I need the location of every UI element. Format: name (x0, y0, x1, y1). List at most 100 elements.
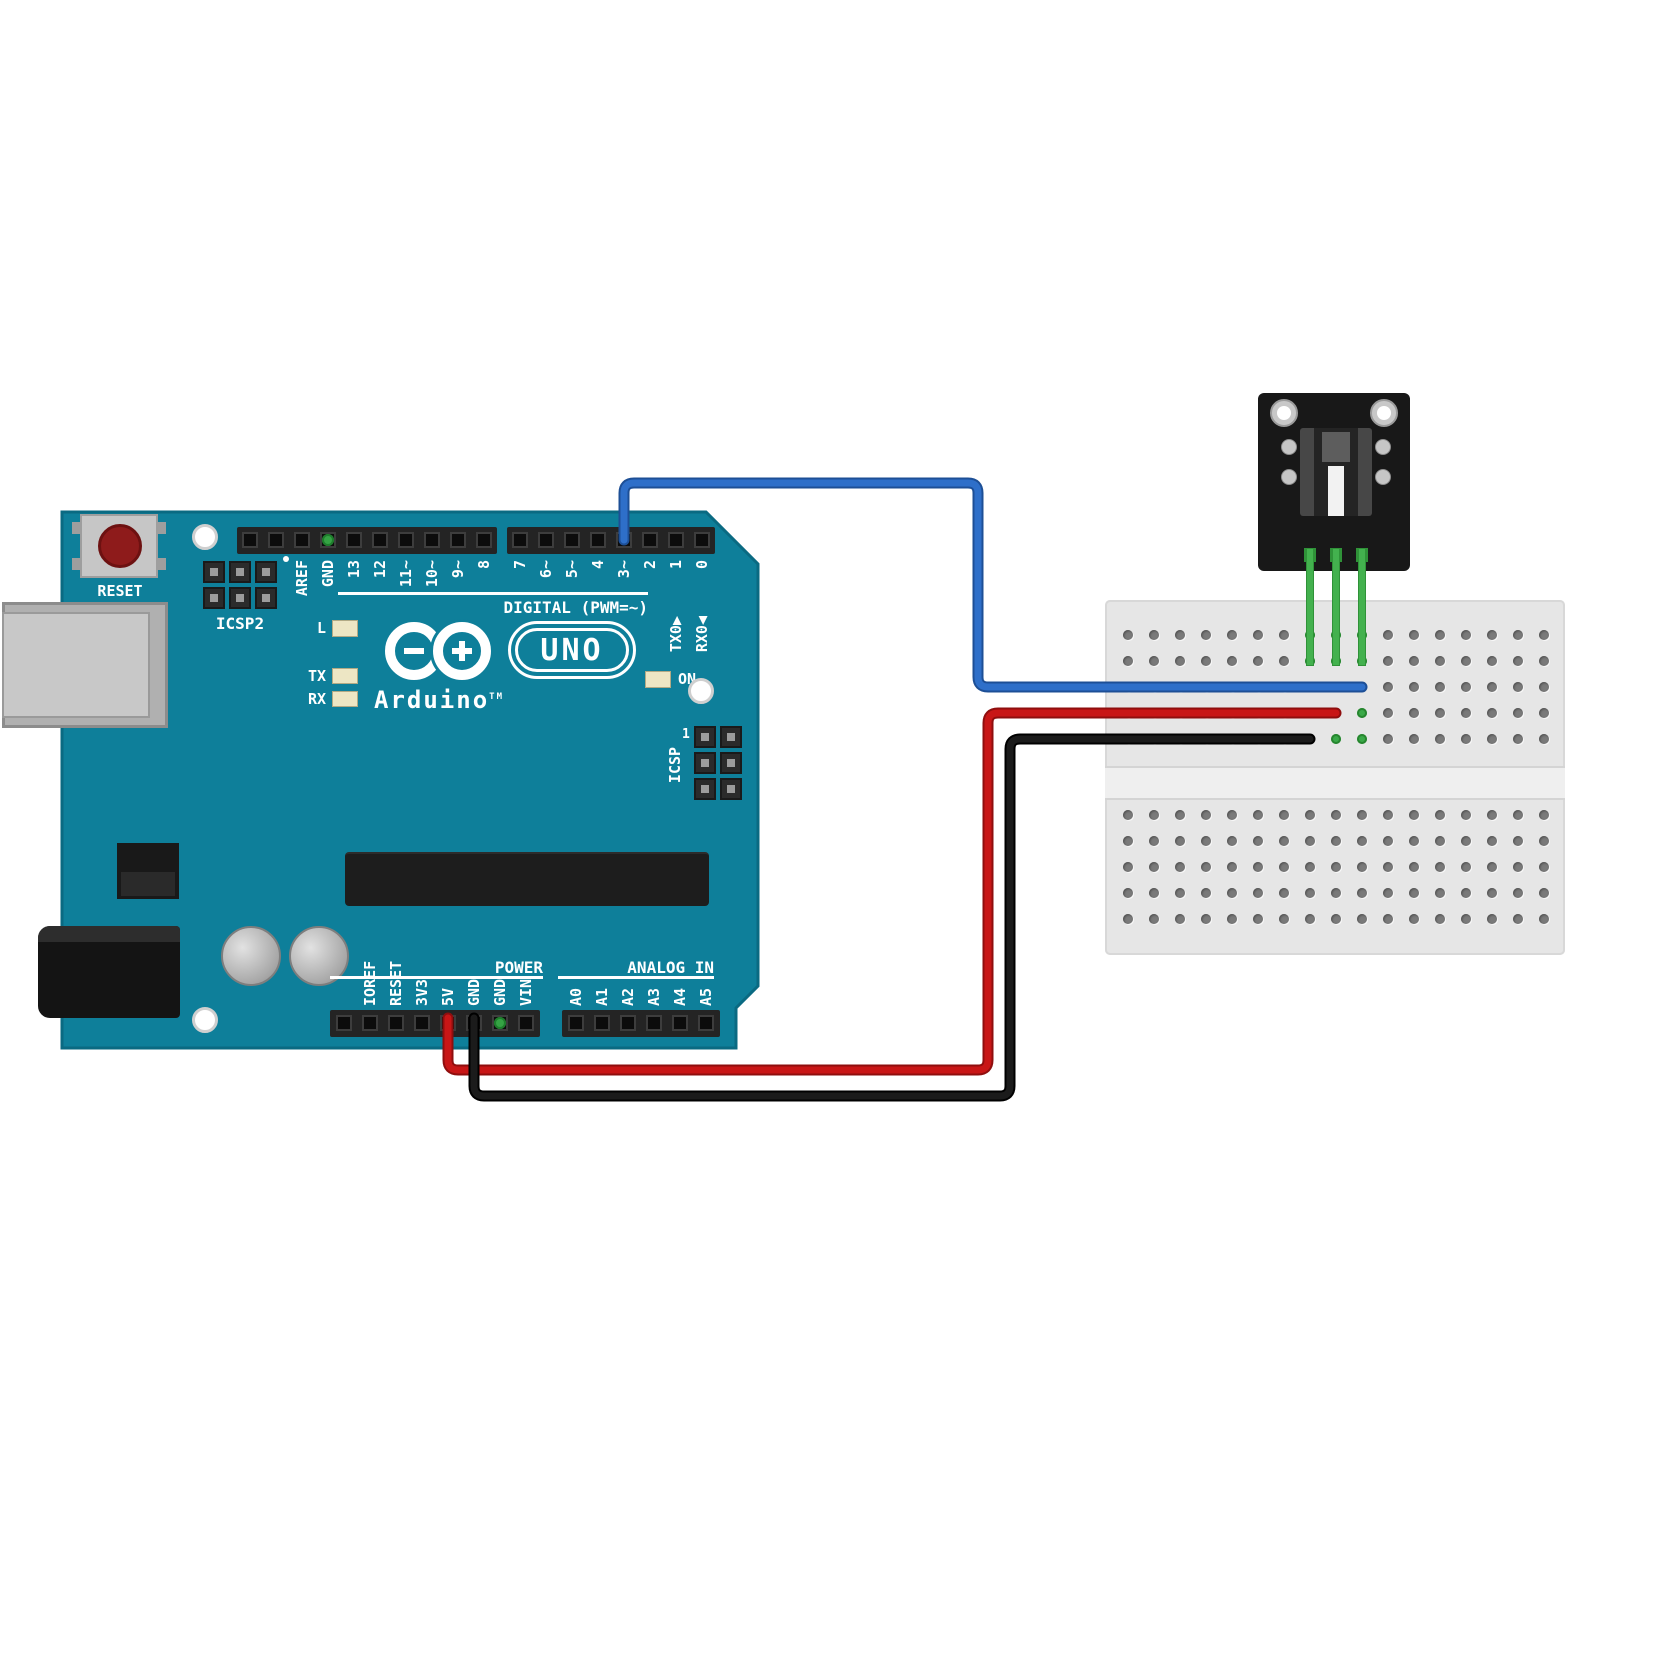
breadboard-hole[interactable] (1409, 914, 1419, 924)
analog-pin-A3[interactable] (646, 1015, 662, 1031)
analog-pin-A0[interactable] (568, 1015, 584, 1031)
breadboard-hole[interactable] (1539, 656, 1549, 666)
breadboard-hole[interactable] (1149, 862, 1159, 872)
breadboard-hole[interactable] (1123, 914, 1133, 924)
digital-pin-5[interactable] (564, 532, 580, 548)
digital-pin-0[interactable] (694, 532, 710, 548)
breadboard-hole[interactable] (1201, 656, 1211, 666)
breadboard-hole[interactable] (1435, 862, 1445, 872)
breadboard-hole[interactable] (1409, 836, 1419, 846)
breadboard-hole[interactable] (1123, 656, 1133, 666)
breadboard-hole[interactable] (1279, 630, 1289, 640)
breadboard-hole[interactable] (1123, 836, 1133, 846)
breadboard-hole[interactable] (1513, 810, 1523, 820)
breadboard-hole[interactable] (1279, 656, 1289, 666)
breadboard-hole[interactable] (1435, 708, 1445, 718)
icsp-pin-2[interactable] (720, 726, 742, 748)
analog-pin-A5[interactable] (698, 1015, 714, 1031)
digital-pin-2[interactable] (642, 532, 658, 548)
breadboard-hole[interactable] (1409, 708, 1419, 718)
breadboard-hole[interactable] (1357, 914, 1367, 924)
analog-pin-A1[interactable] (594, 1015, 610, 1031)
breadboard-hole[interactable] (1149, 836, 1159, 846)
breadboard-hole[interactable] (1227, 862, 1237, 872)
breadboard-hole[interactable] (1461, 682, 1471, 692)
breadboard-hole[interactable] (1539, 810, 1549, 820)
digital-pin-left-4[interactable] (346, 532, 362, 548)
breadboard-hole[interactable] (1331, 888, 1341, 898)
breadboard-hole[interactable] (1409, 656, 1419, 666)
breadboard-hole[interactable] (1305, 914, 1315, 924)
breadboard-hole[interactable] (1487, 888, 1497, 898)
breadboard-hole[interactable] (1175, 656, 1185, 666)
breadboard-hole[interactable] (1201, 836, 1211, 846)
digital-pin-left-6[interactable] (398, 532, 414, 548)
breadboard-hole[interactable] (1461, 810, 1471, 820)
breadboard-hole[interactable] (1435, 630, 1445, 640)
breadboard-hole[interactable] (1253, 836, 1263, 846)
breadboard-hole[interactable] (1409, 734, 1419, 744)
breadboard-hole[interactable] (1539, 734, 1549, 744)
breadboard-hole[interactable] (1487, 708, 1497, 718)
breadboard-hole[interactable] (1357, 862, 1367, 872)
breadboard-hole[interactable] (1383, 708, 1393, 718)
breadboard-hole[interactable] (1201, 862, 1211, 872)
breadboard-hole[interactable] (1461, 836, 1471, 846)
breadboard-hole[interactable] (1123, 862, 1133, 872)
breadboard-hole-connected[interactable] (1331, 734, 1341, 744)
wire-ground-black-outline[interactable] (468, 733, 1316, 1102)
breadboard-hole[interactable] (1461, 656, 1471, 666)
breadboard-hole[interactable] (1409, 682, 1419, 692)
breadboard-hole[interactable] (1279, 810, 1289, 820)
wire-signal-blue[interactable] (620, 479, 1366, 691)
breadboard-hole[interactable] (1279, 836, 1289, 846)
icsp-pin-1[interactable] (694, 726, 716, 748)
breadboard-hole[interactable] (1461, 914, 1471, 924)
breadboard-hole[interactable] (1123, 888, 1133, 898)
breadboard-hole[interactable] (1123, 810, 1133, 820)
breadboard-hole[interactable] (1331, 914, 1341, 924)
breadboard-hole[interactable] (1227, 888, 1237, 898)
power-pin-3V3[interactable] (414, 1015, 430, 1031)
breadboard-hole[interactable] (1253, 656, 1263, 666)
breadboard-hole[interactable] (1539, 682, 1549, 692)
breadboard-hole[interactable] (1513, 708, 1523, 718)
icsp2-pin-6[interactable] (255, 587, 277, 609)
breadboard-hole[interactable] (1513, 656, 1523, 666)
breadboard-hole[interactable] (1513, 862, 1523, 872)
analog-pin-A2[interactable] (620, 1015, 636, 1031)
breadboard-hole[interactable] (1383, 888, 1393, 898)
breadboard-hole[interactable] (1253, 862, 1263, 872)
breadboard-hole[interactable] (1253, 630, 1263, 640)
power-pin-IOREF[interactable] (362, 1015, 378, 1031)
breadboard-hole[interactable] (1539, 914, 1549, 924)
icsp-pin-6[interactable] (720, 778, 742, 800)
breadboard-hole[interactable] (1305, 888, 1315, 898)
breadboard-hole[interactable] (1279, 888, 1289, 898)
digital-pin-4[interactable] (590, 532, 606, 548)
digital-pin-left-1[interactable] (268, 532, 284, 548)
breadboard-hole[interactable] (1305, 810, 1315, 820)
breadboard-hole[interactable] (1409, 630, 1419, 640)
breadboard-hole[interactable] (1149, 810, 1159, 820)
icsp2-pin-4[interactable] (203, 587, 225, 609)
breadboard-hole[interactable] (1409, 888, 1419, 898)
breadboard-hole[interactable] (1201, 888, 1211, 898)
breadboard-hole[interactable] (1175, 836, 1185, 846)
breadboard-hole[interactable] (1227, 914, 1237, 924)
breadboard-hole[interactable] (1539, 888, 1549, 898)
breadboard-hole[interactable] (1461, 862, 1471, 872)
breadboard-hole[interactable] (1357, 836, 1367, 846)
breadboard-hole[interactable] (1461, 734, 1471, 744)
breadboard-hole[interactable] (1175, 888, 1185, 898)
digital-pin-1[interactable] (668, 532, 684, 548)
digital-pin-left-5[interactable] (372, 532, 388, 548)
power-pin-VIN[interactable] (518, 1015, 534, 1031)
breadboard-hole[interactable] (1201, 630, 1211, 640)
breadboard-hole[interactable] (1149, 888, 1159, 898)
icsp2-pin-1[interactable] (203, 561, 225, 583)
breadboard-hole[interactable] (1513, 734, 1523, 744)
breadboard-hole[interactable] (1123, 630, 1133, 640)
breadboard-hole[interactable] (1331, 810, 1341, 820)
breadboard-hole[interactable] (1279, 862, 1289, 872)
